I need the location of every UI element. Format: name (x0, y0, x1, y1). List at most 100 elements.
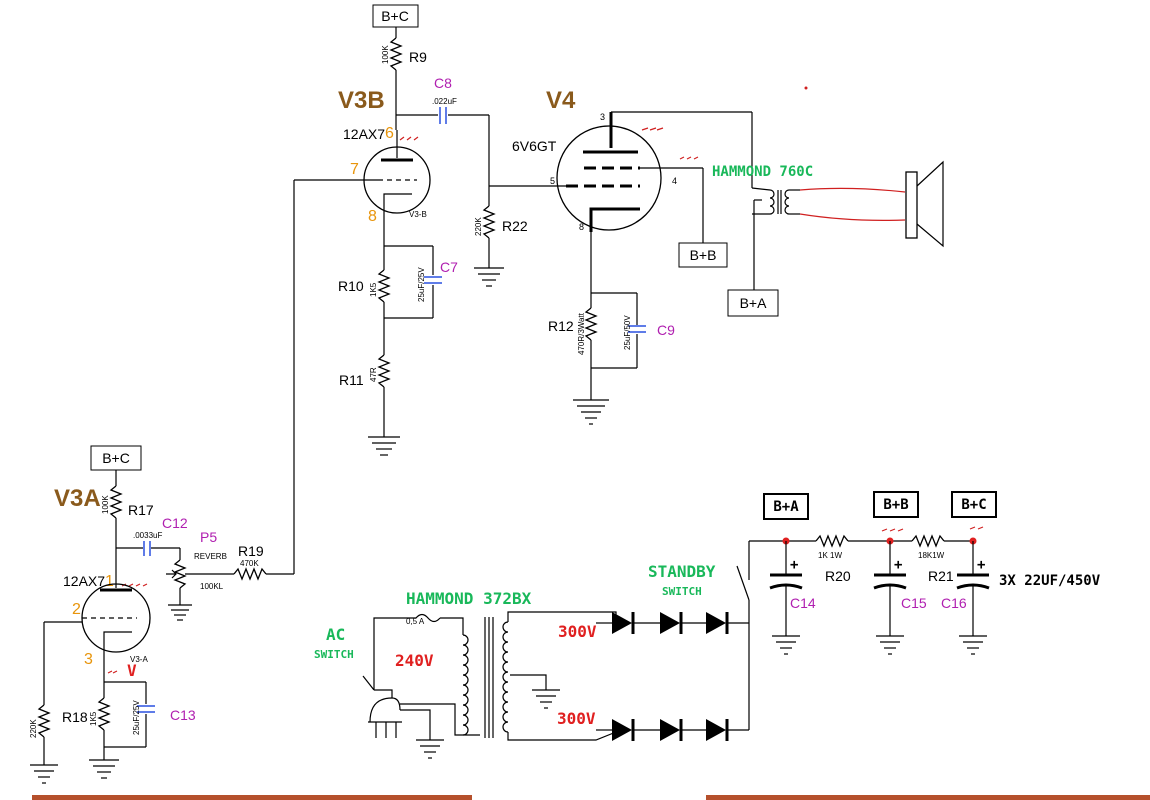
svg-text:R17: R17 (128, 502, 154, 518)
svg-text:240V: 240V (395, 651, 434, 670)
svg-text:B+C: B+C (961, 497, 986, 513)
svg-text:R19: R19 (238, 543, 264, 559)
svg-text:1K5: 1K5 (369, 282, 378, 297)
output-transformer-label: HAMMOND 760C (712, 164, 813, 180)
svg-text:C16: C16 (941, 595, 967, 611)
ground-symbol (368, 436, 400, 456)
svg-text:25uF/25V: 25uF/25V (417, 267, 426, 302)
svg-text:+: + (894, 557, 902, 573)
svg-text:3: 3 (84, 651, 93, 668)
capacitor-c12 (143, 541, 151, 556)
b-plus-c-box-v3a: B+C (90, 445, 142, 471)
resistor-r10 (377, 269, 391, 303)
speaker-lead (799, 187, 906, 193)
svg-text:.0033uF: .0033uF (133, 531, 162, 540)
svg-text:V: V (127, 661, 137, 680)
speaker-icon (905, 160, 944, 248)
svg-text:100KL: 100KL (200, 582, 224, 591)
svg-text:C12: C12 (162, 515, 188, 531)
diode-icon (612, 612, 635, 634)
v3b-label: V3B (338, 87, 385, 114)
v4-label: V4 (546, 87, 576, 114)
resistor-r19 (233, 567, 267, 581)
svg-text:470R/3Watt: 470R/3Watt (577, 312, 586, 355)
capacitor-c8 (439, 107, 447, 124)
svg-text:R11: R11 (339, 372, 364, 388)
red-dot (804, 86, 808, 90)
svg-text:C14: C14 (790, 595, 816, 611)
svg-text:25uF/25V: 25uF/25V (132, 700, 141, 735)
ground-symbol (876, 635, 904, 655)
speaker-lead (799, 213, 906, 221)
capacitor-c7 (424, 276, 442, 284)
plug-icon (368, 697, 402, 738)
svg-text:R22: R22 (502, 218, 528, 234)
tube-v3b (363, 130, 431, 214)
svg-text:220K: 220K (29, 719, 38, 738)
diode-icon (612, 719, 635, 741)
svg-text:18K1W: 18K1W (918, 551, 945, 560)
filter-caps-note: 3X 22UF/450V (999, 573, 1101, 589)
svg-text:B+B: B+B (690, 247, 717, 263)
capacitor-c14 (769, 573, 803, 590)
diode-icon (660, 719, 683, 741)
ground-symbol (416, 739, 444, 759)
svg-text:47R: 47R (369, 367, 378, 382)
red-mark (641, 127, 664, 131)
svg-text:REVERB: REVERB (194, 552, 227, 561)
ground-symbol (573, 399, 609, 425)
svg-text:1K5: 1K5 (89, 711, 98, 726)
svg-text:12AX7: 12AX7 (63, 573, 105, 589)
svg-text:B+A: B+A (740, 295, 768, 311)
standby-switch-label: STANDBY (648, 562, 716, 581)
svg-text:R10: R10 (338, 278, 364, 294)
svg-text:6: 6 (385, 125, 394, 142)
svg-text:C7: C7 (440, 259, 458, 275)
b-plus-b-box-psu: B+B (873, 491, 919, 518)
ac-switch-label: AC (326, 625, 345, 644)
svg-text:1K 1W: 1K 1W (818, 551, 842, 560)
diode-icon (706, 612, 729, 634)
resistor-r12 (584, 307, 598, 341)
svg-text:5: 5 (550, 176, 555, 186)
svg-text:470K: 470K (240, 559, 259, 568)
ground-symbol (532, 689, 560, 709)
bottom-bar (706, 795, 1150, 800)
svg-text:7: 7 (350, 161, 359, 178)
svg-text:25uF/50V: 25uF/50V (623, 315, 632, 350)
resistor-r17 (109, 485, 123, 519)
ground-symbol (959, 635, 987, 655)
output-transformer (751, 187, 790, 215)
b-plus-c-box-top: B+C (372, 4, 419, 28)
b-plus-a-box-ot: B+A (727, 289, 779, 317)
b-plus-b-box-screen: B+B (678, 242, 728, 268)
fuse-icon (415, 613, 441, 623)
v3a-label: V3A (54, 485, 101, 512)
bottom-bar (32, 795, 472, 800)
diode-icon (660, 612, 683, 634)
red-mark (881, 528, 904, 532)
capacitor-c13 (137, 705, 155, 713)
svg-text:C15: C15 (901, 595, 927, 611)
svg-text:B+A: B+A (773, 499, 799, 515)
svg-text:R9: R9 (409, 49, 427, 65)
capacitor-c16 (956, 573, 990, 590)
tube-v3a (81, 583, 151, 653)
tube-v4 (556, 112, 662, 232)
svg-text:R20: R20 (825, 568, 851, 584)
svg-text:R18: R18 (62, 709, 88, 725)
ground-symbol (89, 759, 119, 779)
svg-text:4: 4 (672, 176, 677, 186)
svg-text:8: 8 (579, 222, 584, 232)
resistor-r18 (97, 697, 111, 731)
b-plus-c-box-psu: B+C (951, 491, 997, 518)
svg-text:8: 8 (368, 208, 377, 225)
svg-text:100K: 100K (101, 495, 110, 514)
red-mark (399, 136, 419, 141)
svg-text:B+C: B+C (381, 8, 409, 24)
svg-text:SWITCH: SWITCH (314, 648, 354, 661)
pot-p5 (166, 559, 187, 589)
svg-text:.022uF: .022uF (432, 97, 457, 106)
